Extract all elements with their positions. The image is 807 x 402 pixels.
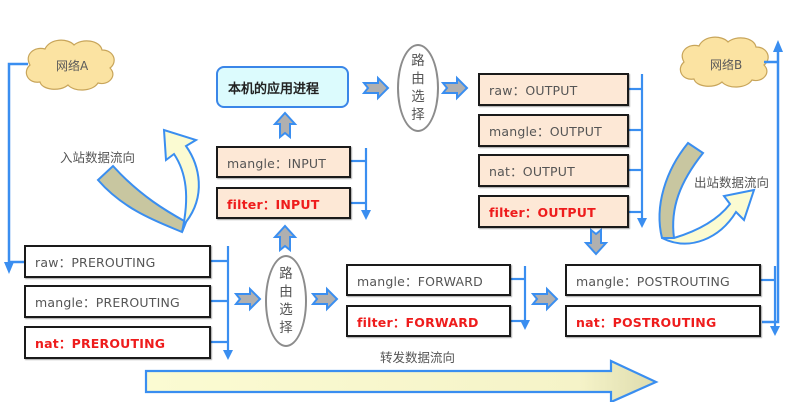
chain-mangle-prerouting: mangle：PREROUTING	[24, 285, 211, 318]
forward-flow-big-arrow	[144, 359, 659, 402]
chain-nat-postrouting: nat：POSTROUTING	[565, 305, 761, 337]
chain-raw-prerouting: raw：PREROUTING	[24, 245, 211, 278]
forward-flow-label: 转发数据流向	[380, 350, 456, 365]
chain-mangle-input: mangle：INPUT	[216, 146, 351, 178]
output-bracket	[628, 74, 647, 228]
chain-mangle-postrouting: mangle：POSTROUTING	[565, 264, 761, 296]
prerouting-bracket	[210, 246, 233, 360]
inbound-flow-label: 入站数据流向	[60, 150, 136, 165]
routing-char: 选	[279, 302, 293, 318]
postrouting-bracket	[760, 266, 780, 336]
routing-char: 由	[411, 71, 425, 87]
routing-char: 路	[411, 53, 425, 69]
chain-mangle-forward: mangle：FORWARD	[346, 264, 511, 296]
chain-filter-output: filter：OUTPUT	[478, 195, 629, 228]
chain-mangle-output: mangle：OUTPUT	[478, 114, 629, 147]
routing-char: 由	[279, 284, 293, 300]
outbound-flow-label: 出站数据流向	[694, 175, 770, 190]
forward-bracket	[510, 266, 530, 330]
routing-char: 择	[411, 107, 425, 123]
block-arrow-forward-to-postrouting	[530, 286, 559, 312]
chain-nat-prerouting: nat：PREROUTING	[24, 326, 211, 359]
block-arrow-route-to-forward	[310, 286, 339, 312]
network-b-cloud	[679, 36, 769, 88]
network-a-inbound-line	[4, 62, 28, 274]
outbound-flow-arrow	[658, 141, 756, 245]
network-b-label: 网络B	[710, 58, 743, 72]
network-b-outbound-line	[762, 40, 783, 324]
chain-raw-output: raw：OUTPUT	[478, 73, 629, 106]
network-a-cloud	[25, 39, 115, 91]
block-arrow-prerouting-to-route	[233, 286, 262, 312]
block-arrow-input-up-to-process	[272, 111, 298, 140]
input-bracket	[350, 148, 371, 220]
routing-char: 择	[279, 320, 293, 336]
routing-decision-output: 路 由 选 择	[397, 44, 439, 132]
block-arrow-route-up-to-input	[272, 224, 298, 253]
block-arrow-route-to-output	[440, 75, 469, 101]
block-arrow-output-down-to-postrouting	[583, 227, 609, 256]
network-a-label: 网络A	[56, 59, 89, 73]
chain-filter-forward: filter：FORWARD	[346, 305, 511, 337]
routing-char: 路	[279, 266, 293, 282]
routing-decision-prerouting: 路 由 选 择	[265, 255, 307, 347]
inbound-flow-arrow	[96, 128, 200, 234]
block-arrow-process-to-route	[361, 75, 390, 101]
local-process-box: 本机的应用进程	[216, 66, 349, 108]
chain-filter-input: filter：INPUT	[216, 187, 351, 219]
chain-nat-output: nat：OUTPUT	[478, 154, 629, 187]
routing-char: 选	[411, 89, 425, 105]
